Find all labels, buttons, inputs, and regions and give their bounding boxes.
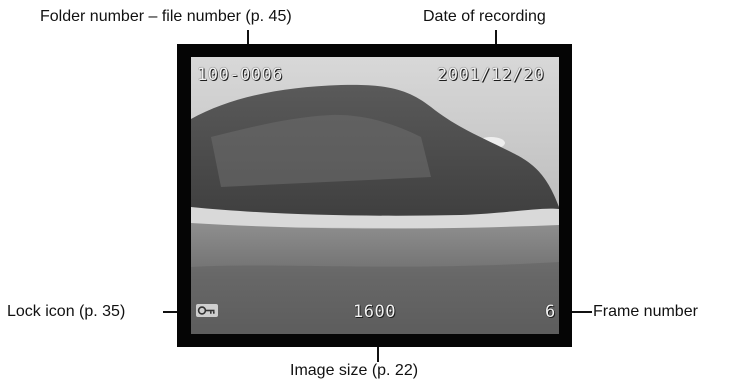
callout-frame: Frame number — [593, 303, 698, 320]
frame-number-value: 6 — [545, 302, 556, 322]
callout-lock: Lock icon (p. 35) — [7, 303, 126, 320]
image-size-value: 1600 — [353, 302, 396, 322]
recording-date: 2001/12/20 — [437, 65, 545, 85]
key-lock-icon — [196, 304, 218, 317]
callout-folder-file: Folder number – file number (p. 45) — [40, 8, 292, 25]
callout-image-size: Image size (p. 22) — [290, 362, 419, 379]
callout-date: Date of recording — [423, 8, 546, 25]
playback-photo — [191, 57, 559, 334]
leader-frame — [562, 311, 592, 313]
folder-file-number: 100-0006 — [197, 65, 283, 85]
